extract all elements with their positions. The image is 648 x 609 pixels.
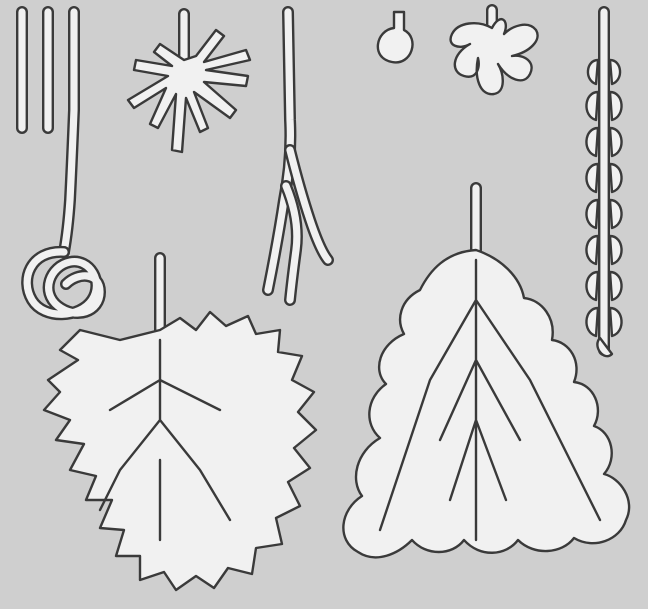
compound-tubuloalveolar-gland <box>343 188 629 557</box>
simple-branched-tubular-gland <box>268 12 328 300</box>
branched-tubular-gland <box>128 14 250 152</box>
simple-tubular-gland <box>22 12 48 128</box>
coiled-tubular-gland <box>27 12 100 314</box>
simple-alveolar-gland <box>378 12 413 62</box>
compound-alveolar-gland <box>586 12 621 356</box>
branched-alveolar-gland <box>451 10 538 94</box>
